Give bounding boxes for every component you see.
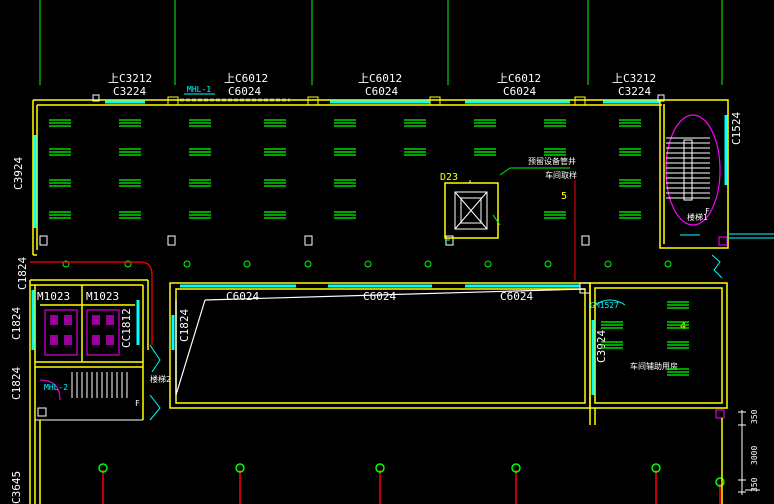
window-label-inner-right: C3924 (595, 330, 608, 363)
room-4-fixtures (601, 301, 689, 376)
window-label-top-2: C6024 (228, 85, 261, 98)
window-label-inner-1: C6024 (226, 290, 259, 303)
window-label-gm: GM1527 (590, 301, 619, 310)
door-label-1: M1023 (37, 290, 70, 303)
window-label-left-3: C1824 (10, 307, 23, 340)
window-label-inner-left: C1824 (178, 309, 191, 342)
window-label-left-1: C3924 (12, 157, 25, 190)
window-label-top-4: C6024 (503, 85, 536, 98)
top-window-labels: 上C3212 C3224 上C6012 C6024 上C6012 C6024 上… (108, 72, 656, 98)
stair-left-label: 楼梯2 (150, 374, 171, 384)
elevator-tag: D23 (440, 172, 458, 183)
window-label-stair-right: C1524 (730, 112, 743, 145)
main-hall-walls (32, 94, 665, 256)
right-stair (659, 99, 774, 279)
window-label-top-3-alt: 上C6012 (358, 72, 402, 85)
marker-mhl-2: MHL-2 (44, 383, 68, 392)
elevator-number: 5 (561, 191, 567, 202)
window-label-inner-3: C6024 (500, 290, 533, 303)
stair-left-f: F (135, 399, 140, 408)
window-label-top-1: C3224 (113, 85, 146, 98)
dim-3000: 3000 (750, 446, 759, 465)
door-label-2: M1023 (86, 290, 119, 303)
window-label-top-5-alt: 上C3212 (612, 72, 656, 85)
window-label-top-4-alt: 上C6012 (497, 72, 541, 85)
stair-right-f: F (705, 207, 710, 216)
window-label-left-4: C1824 (10, 367, 23, 400)
window-label-left-2: C1824 (16, 257, 29, 290)
light-fixtures (49, 119, 641, 219)
axis-markers (98, 463, 725, 487)
left-service-block (29, 261, 161, 504)
dimension-ladder (738, 410, 760, 495)
dim-350-bottom: 350 (750, 477, 759, 492)
room-4-number: 4 (680, 321, 686, 332)
marker-mhl-1: MHL-1 (187, 85, 211, 94)
window-label-top-5: C3224 (618, 85, 651, 98)
window-label-bottom-left: C3645 (10, 471, 23, 504)
window-label-inner-2: C6024 (363, 290, 396, 303)
room-4-name: 车间辅助用房 (630, 361, 678, 371)
elevator-shaft (444, 182, 501, 241)
window-label-top-3: C6024 (365, 85, 398, 98)
elevator-note-2: 车间取样 (545, 170, 577, 180)
window-label-top-1-alt: 上C3212 (108, 72, 152, 85)
window-label-wc: CC1812 (120, 308, 133, 348)
top-grid-lines (39, 0, 723, 85)
window-label-top-2-alt: 上C6012 (224, 72, 268, 85)
sprinkler-row (62, 260, 672, 268)
room-4 (589, 282, 728, 504)
elevator-note-1: 预留设备管井 (528, 156, 576, 166)
bottom-axis-lines (102, 470, 721, 504)
inner-columns (39, 235, 590, 246)
dim-350-top: 350 (750, 409, 759, 424)
stair-right-label: 楼梯1 (687, 212, 708, 222)
